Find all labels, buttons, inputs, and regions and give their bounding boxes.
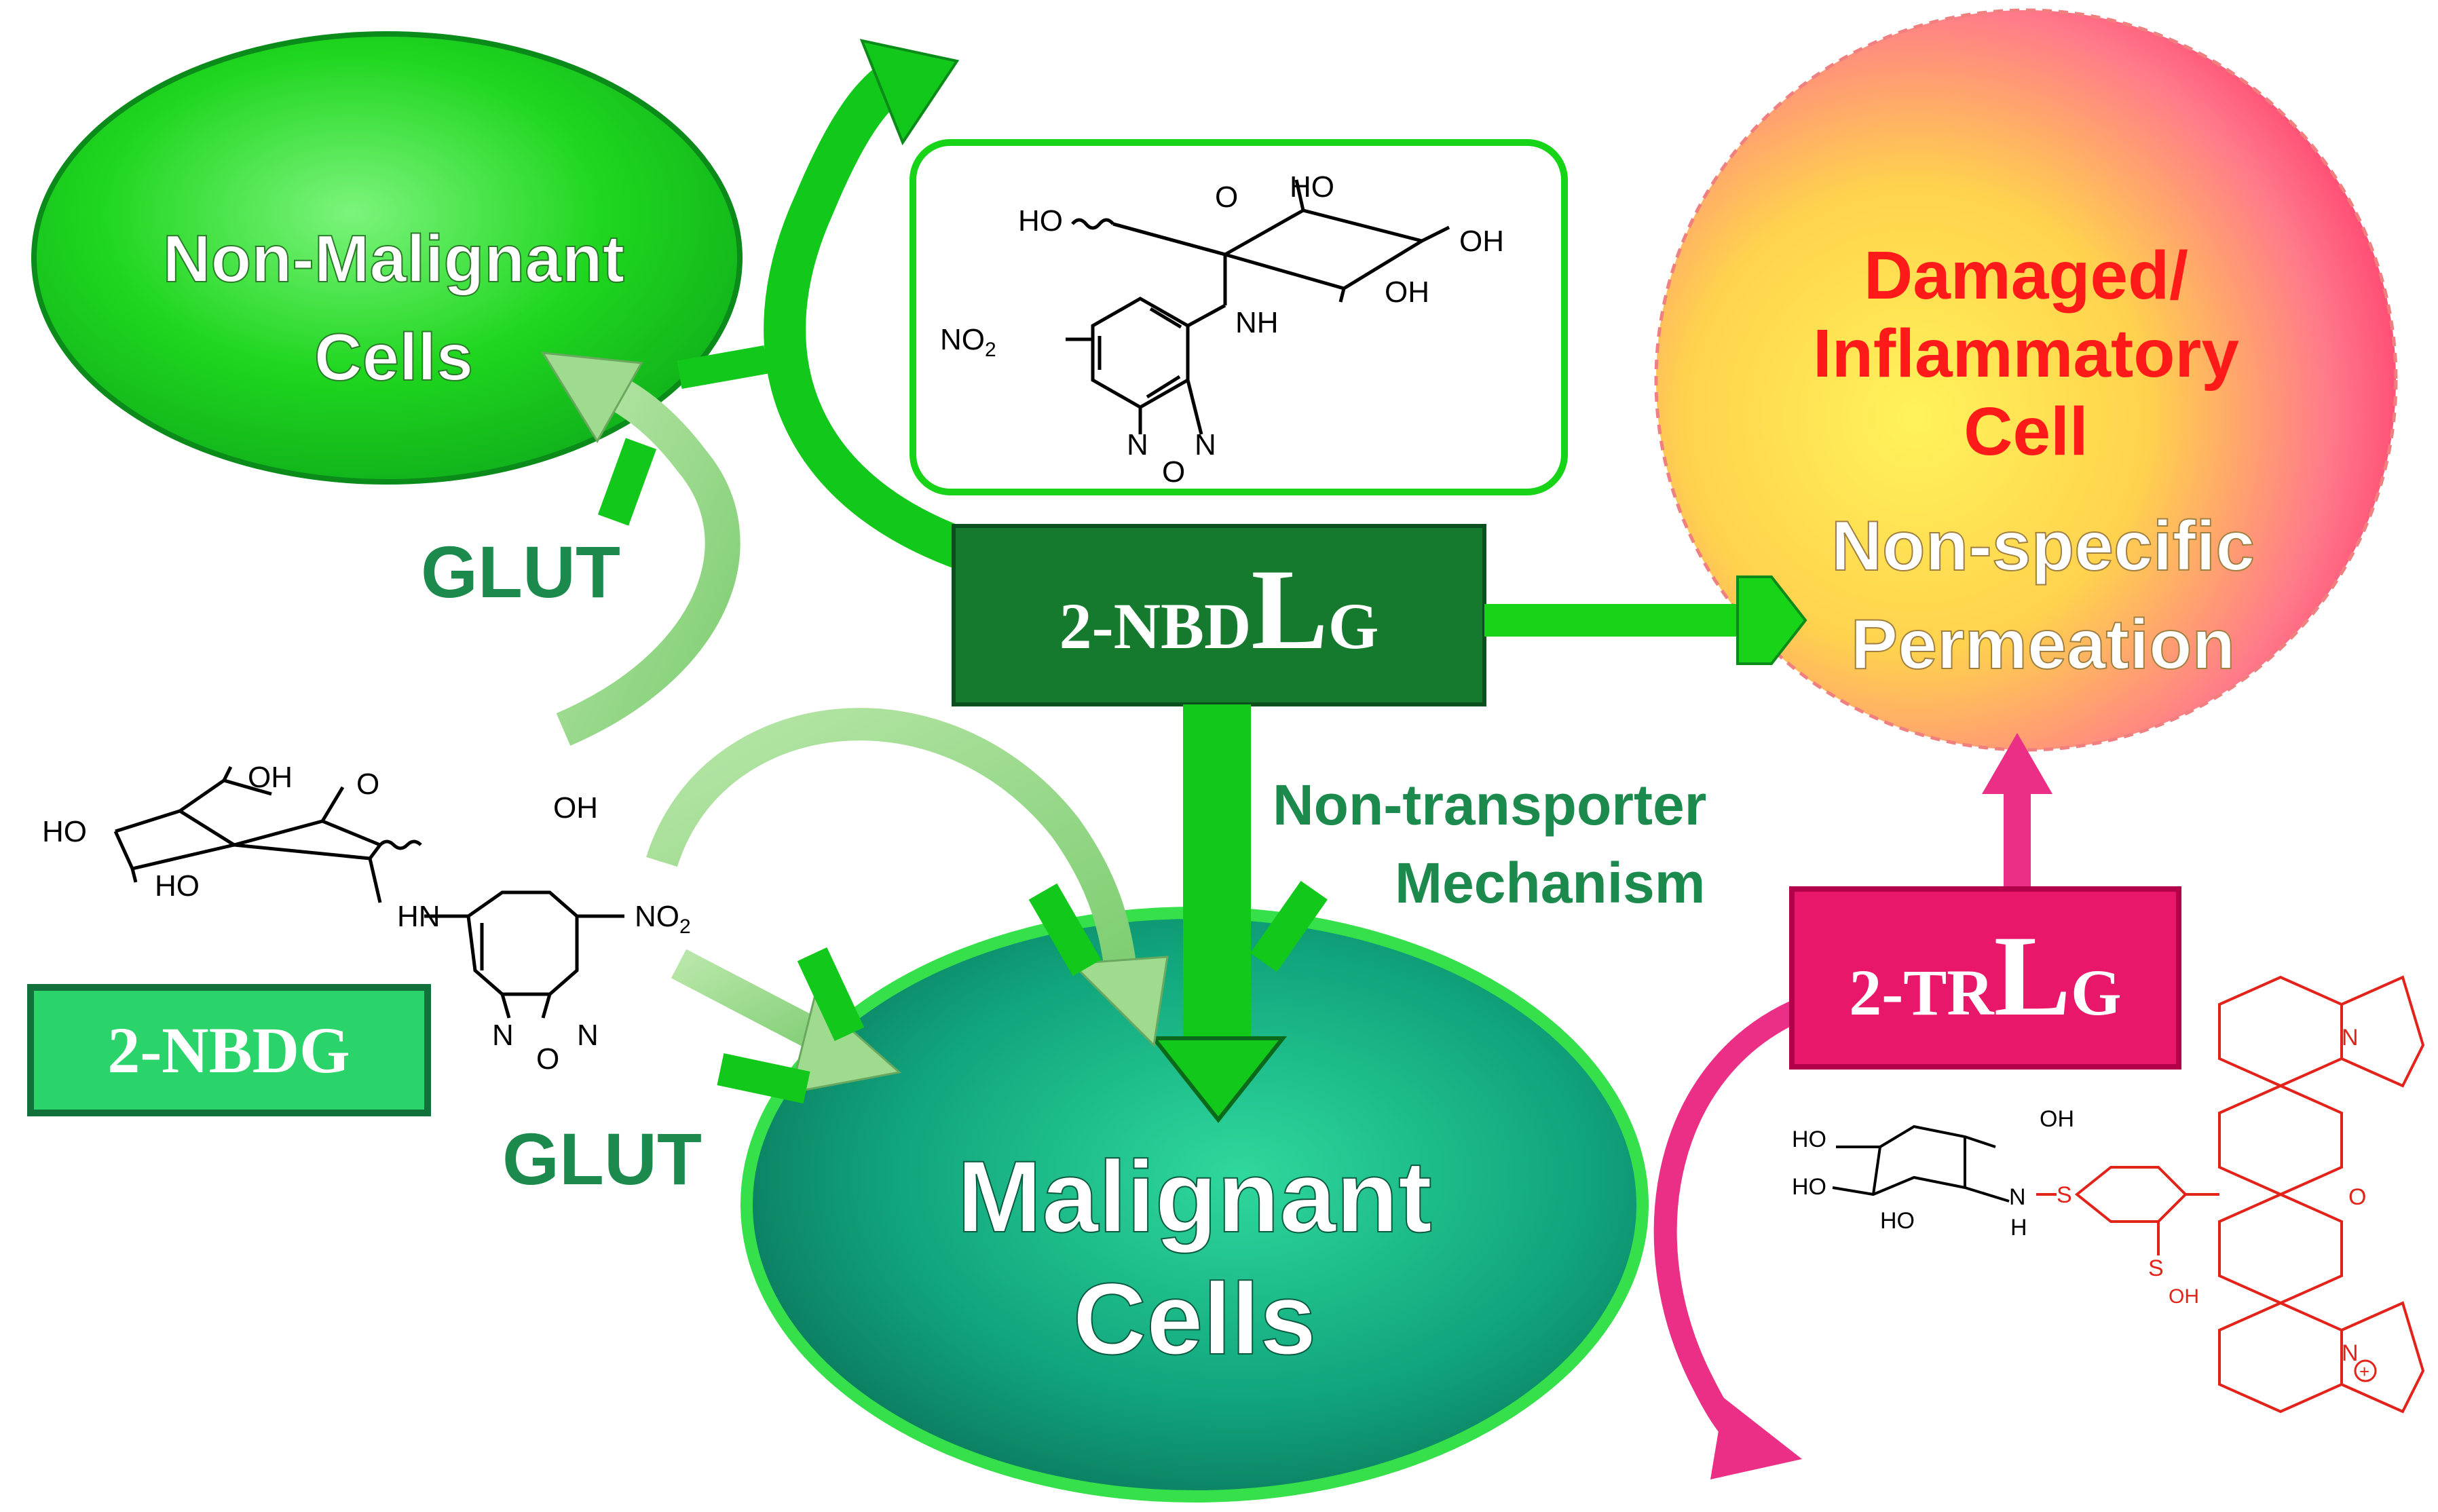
nbdlg-o-bottom: O [1162,455,1185,489]
nbdlg-o-ring: O [1215,181,1238,214]
nbdg-no2: NO2 [635,900,691,938]
nbdg-ho-left: HO [42,815,87,848]
non-specific-label: Non-specific [1831,507,2255,586]
nbdg-o-bottom: O [536,1042,559,1076]
trlg-ho-2: HO [1792,1174,1826,1200]
trlg-structure: HO HO HO OH N H S S OH O N N + [1792,975,2425,1414]
nbdlg-to-top-arrow [764,39,971,570]
trlg-o-xanthene: O [2348,1184,2366,1210]
nbdlg-nh: NH [1235,306,1279,339]
trlg-n-top: N [2342,1025,2359,1051]
nbdg-n-left: N [492,1019,514,1052]
nbdlg-box: 2-NBDLG [952,524,1486,706]
trlg-ho-1: HO [1792,1127,1826,1152]
nbdlg-oh-right: OH [1459,225,1504,258]
nbdlg-oh-bottom: OH [1385,276,1429,309]
nbdg-to-nonmalignant-arrow [541,352,740,746]
trlg-curved-pink-arrow [1653,994,1816,1479]
nbdg-structure: OH O OH HO HO HN NO2 N N O [42,761,691,1076]
trlg-oh-sulf: OH [2169,1285,2199,1308]
trlg-h: H [2010,1215,2027,1241]
non-malignant-cell: Non-Malignant Cells [31,31,743,485]
nbdlg-n-right: N [1195,428,1216,461]
trlg-name: 2-TRLG [1849,912,2121,1040]
malignant-cells-label: Cells [1073,1262,1317,1376]
trlg-ho-3: HO [1880,1208,1915,1234]
nbdg-to-malignant-arrow-straight [671,949,902,1094]
trlg-positive-charge [2354,1359,2377,1382]
nbdlg-name: 2-NBDLG [1059,546,1379,673]
nbdg-n-right: N [577,1019,599,1052]
trlg-plus: + [2359,1361,2369,1382]
nbdg-oh-top: OH [248,761,293,794]
nbdlg-n-left: N [1127,428,1148,461]
non-transporter-label: Non-transporter [1273,773,1706,837]
nbdg-box: 2-NBDG [27,984,431,1116]
glut-label-top: GLUT [421,531,620,613]
trlg-oh: OH [2040,1106,2074,1132]
permeation-label: Permeation [1851,605,2235,684]
mechanism-label: Mechanism [1395,851,1706,915]
nbdg-name: 2-NBDG [107,1014,350,1086]
trlg-s1: S [2057,1182,2072,1208]
nbdg-to-malignant-arrow-curved [646,708,1169,1048]
trlg-to-damaged-arrow [1982,733,2052,892]
damaged-inflammatory-cell: Damaged/ Inflammatory Cell Non-specific … [1654,8,2398,752]
trlg-n-bottom: N [2342,1340,2359,1366]
cell-label: Cell [1964,394,2088,470]
nbdlg-structure: HO O HO OH OH NH NO2 N N O [909,139,1568,495]
nbdg-o-ring: O [356,768,379,801]
non-malignant-label: Non-Malignant [163,221,624,296]
nbdlg-to-malignant-arrow [1149,704,1288,1123]
damaged-label: Damaged/ [1864,238,2188,314]
nbdg-ho-bottom: HO [155,869,200,903]
inhibition-bars-bottom [717,880,1328,1103]
glut-label-bottom: GLUT [502,1118,702,1200]
nbdlg-ho-ch2: HO [1290,170,1334,204]
nbdg-hn: HN [397,900,440,933]
trlg-box: 2-TRLG [1789,886,2181,1070]
nbdg-oh-right: OH [553,791,598,825]
trlg-s2: S [2148,1255,2164,1281]
nbdlg-to-damaged-arrow [1484,575,1807,665]
inflammatory-label: Inflammatory [1813,316,2239,392]
nbdlg-ho-top: HO [1018,204,1063,238]
inhibition-bars-top [597,345,769,526]
trlg-n: N [2009,1184,2026,1210]
malignant-label: Malignant [957,1139,1432,1253]
non-malignant-label-line2: Cells [314,320,473,394]
nbdlg-no2: NO2 [940,323,996,361]
